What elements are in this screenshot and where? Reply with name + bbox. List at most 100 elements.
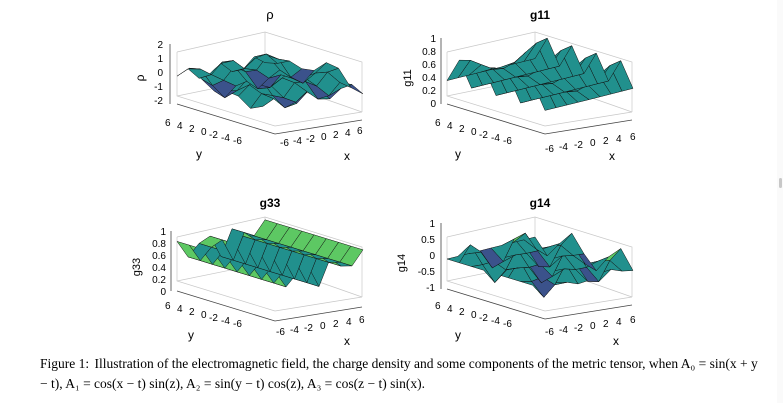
x-tick-label: -6: [545, 327, 554, 338]
x-tick-label: 2: [333, 130, 339, 141]
y-tick-label: -4: [491, 133, 500, 144]
z-tick-labels: 1 0.5 0 -0.5 -1: [418, 219, 436, 294]
x-tick-label: 0: [590, 321, 596, 332]
x-tick-label: -6: [280, 138, 289, 149]
z-tick-label: 0: [430, 99, 436, 110]
x-tick-label: -2: [574, 323, 583, 334]
z-axis-label: g14: [396, 254, 408, 272]
x-tick-label: 6: [630, 132, 636, 143]
x-tick-labels: -6 -4 -2 0 2 4 6: [276, 315, 365, 338]
x-tick-label: 0: [320, 321, 326, 332]
x-tick-label: 2: [333, 319, 339, 330]
surface-mesh: [446, 37, 634, 111]
z-tick-label: 1: [429, 219, 435, 230]
z-tick-label: 0.8: [422, 47, 436, 58]
surface-facet: [176, 67, 201, 77]
y-tick-label: 0: [201, 310, 207, 321]
y-tick-labels: 6 4 2 0 -2 -4 -6: [165, 118, 242, 147]
x-tick-label: 0: [590, 138, 596, 149]
z-tick-label: 1: [430, 34, 436, 45]
y-tick-label: -2: [209, 130, 218, 141]
z-tick-label: 0.4: [422, 73, 436, 84]
scrollbar-thumb[interactable]: [779, 178, 782, 188]
y-tick-label: -4: [221, 133, 230, 144]
surface-facet: [446, 244, 471, 264]
y-tick-label: 2: [189, 307, 195, 318]
z-tick-labels: 1 0.8 0.6 0.4 0.2 0: [422, 34, 436, 110]
x-tick-label: -4: [293, 136, 302, 147]
z-tick-label: 0.2: [152, 275, 166, 286]
surface-mesh: [176, 53, 364, 109]
y-tick-label: -2: [209, 313, 218, 324]
x-tick-label: 2: [603, 319, 609, 330]
z-tick-label: 2: [157, 40, 163, 51]
y-tick-label: 0: [471, 310, 477, 321]
y-axis-label: y: [196, 147, 202, 161]
y-tick-labels: 6 4 2 0 -2 -4 -6: [435, 301, 512, 330]
x-tick-label: 0: [321, 132, 327, 143]
y-tick-label: -6: [503, 319, 512, 330]
plot-title: ρ: [266, 7, 273, 22]
caption-label: Figure 1:: [40, 356, 90, 371]
x-tick-label: 6: [357, 126, 363, 137]
y-tick-label: 4: [177, 121, 183, 132]
x-tick-label: -6: [545, 144, 554, 155]
z-tick-label: 1: [157, 54, 163, 65]
x-tick-label: 4: [345, 128, 351, 139]
z-tick-label: 0.4: [152, 263, 166, 274]
y-tick-label: -6: [233, 319, 242, 330]
plot-title: g14: [530, 196, 551, 210]
y-tick-labels: 6 4 2 0 -2 -4 -6: [435, 118, 512, 147]
y-axis-label: y: [455, 328, 461, 342]
y-tick-label: 2: [459, 307, 465, 318]
x-tick-label: 6: [630, 315, 636, 326]
y-tick-label: -2: [479, 313, 488, 324]
x-tick-label: -2: [304, 323, 313, 334]
x-tick-label: 2: [603, 136, 609, 147]
x-axis-label: x: [344, 149, 350, 163]
z-tick-label: -1: [154, 82, 163, 93]
x-axis-label: x: [609, 149, 615, 163]
surface-plot-rho: ρ 2 1 0 -1 -2 ρ 6 4 2 0 -2 -4 -6 y -6 -4…: [133, 7, 364, 163]
z-tick-label: 0: [429, 251, 435, 262]
surface-facet: [176, 240, 201, 262]
y-tick-label: 2: [189, 124, 195, 135]
x-tick-labels: -6 -4 -2 0 2 4 6: [545, 315, 636, 338]
y-tick-label: -2: [479, 130, 488, 141]
z-tick-labels: 1 0.8 0.6 0.4 0.2 0: [152, 227, 166, 298]
z-tick-label: -2: [154, 96, 163, 107]
x-tick-label: 4: [346, 317, 352, 328]
y-tick-label: 6: [165, 118, 171, 129]
figure-caption: Figure 1: Illustration of the electromag…: [40, 354, 760, 394]
z-tick-label: 1: [160, 227, 166, 238]
z-tick-label: 0.5: [421, 235, 435, 246]
y-tick-label: 4: [447, 121, 453, 132]
y-axis-label: y: [455, 147, 461, 161]
z-tick-label: 0.8: [152, 239, 166, 250]
x-tick-label: 6: [359, 315, 365, 326]
axis-lines: [169, 44, 363, 135]
surface-facet: [446, 59, 471, 81]
z-tick-label: 0.2: [422, 86, 436, 97]
x-tick-labels: -6 -4 -2 0 2 4 6: [280, 126, 363, 149]
z-axis-label: ρ: [133, 74, 147, 81]
x-tick-label: 4: [616, 134, 622, 145]
scrollbar[interactable]: [777, 0, 783, 403]
y-tick-labels: 6 4 2 0 -2 -4 -6: [165, 301, 242, 330]
x-tick-label: -4: [559, 325, 568, 336]
y-tick-label: 6: [435, 301, 441, 312]
surface-plot-g14: g14 1 0.5 0 -0.5 -1 g14 6 4 2 0 -2 -4 -6…: [396, 196, 636, 348]
y-tick-label: 6: [435, 118, 441, 129]
y-tick-label: -6: [233, 136, 242, 147]
z-tick-label: 0: [157, 68, 163, 79]
y-tick-label: -4: [221, 316, 230, 327]
y-axis-label: y: [188, 328, 194, 342]
x-tick-label: 4: [616, 317, 622, 328]
z-tick-label: 0.6: [152, 251, 166, 262]
x-tick-label: -4: [290, 325, 299, 336]
axis-lines: [170, 231, 363, 322]
z-tick-label: 0.6: [422, 60, 436, 71]
plot-title: g33: [260, 196, 281, 210]
axis-lines: [440, 38, 633, 135]
x-axis-label: x: [613, 334, 619, 348]
